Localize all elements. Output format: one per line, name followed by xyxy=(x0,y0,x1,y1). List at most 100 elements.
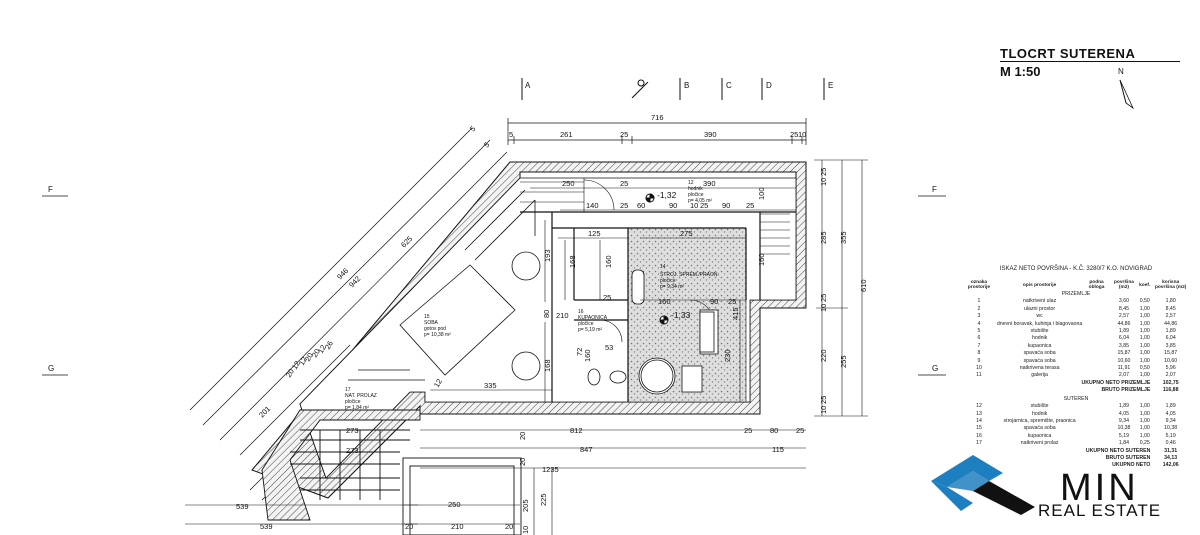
dim-diag-201: 201 xyxy=(257,404,272,419)
table-cell: hodnik xyxy=(1031,335,1048,342)
table-cell: 1,00 xyxy=(1139,425,1150,432)
level-marker-2 xyxy=(659,315,669,325)
table-cell: 13 xyxy=(976,410,982,417)
table-cell xyxy=(1083,321,1109,328)
room-12-num: 12 xyxy=(688,180,694,186)
table-cell: 11 xyxy=(976,372,982,379)
fixtures xyxy=(511,251,719,395)
table-total-row: UKUPNO NETO PRIZEMLJE 102,75 xyxy=(962,380,1190,387)
level-label-2: -1,33 xyxy=(671,310,691,320)
table-cell: natkrivena terasa xyxy=(1019,365,1060,372)
col-koef: koef. xyxy=(1139,282,1151,288)
dim-12-bot: 12 xyxy=(432,377,444,389)
lower-walls xyxy=(261,409,522,535)
dim-diag-12c: 12 xyxy=(316,343,328,355)
dim-b-812: 812 xyxy=(570,426,583,435)
room-labels: 12 hodnik pločice p= 4,05 m² 15 SOBA got… xyxy=(345,180,719,411)
dim-diag-20a: 20 xyxy=(284,367,296,379)
dim-diag-12a: 12 xyxy=(290,359,302,371)
table-cell xyxy=(1083,313,1109,320)
table-cell: 6,04 xyxy=(1165,335,1176,342)
dim-b-250: 250 xyxy=(448,500,461,509)
plan-scale: M 1:50 xyxy=(1000,64,1041,79)
table-cell: 1 xyxy=(977,298,981,305)
table-cell: 3,85 xyxy=(1118,342,1129,349)
dim-top-261: 261 xyxy=(560,130,573,139)
table-cell: 1,89 xyxy=(1118,403,1129,410)
table-cell: 1,00 xyxy=(1139,313,1150,320)
col-povrsina: površina (m2) xyxy=(1113,280,1134,290)
table-cell: 17 xyxy=(976,440,982,447)
dim-diag-946: 946 xyxy=(335,266,350,281)
dim-diag-26: 26 xyxy=(323,339,335,351)
area-table-grid: oznaka prostorije opis prostorije podna … xyxy=(962,280,1190,470)
room-12-name: hodnik xyxy=(688,186,703,192)
total-label: UKUPNO NETO PRIZEMLJE xyxy=(1081,379,1151,386)
dim-diag-5a: 5 xyxy=(468,124,477,133)
dim-b-25b: 25 xyxy=(796,426,804,435)
table-cell: 9,34 xyxy=(1165,417,1176,424)
interior-walls xyxy=(520,211,796,402)
dim-r-220: 220 xyxy=(819,349,828,362)
table-cell: 1,00 xyxy=(1139,432,1150,439)
table-cell: 2 xyxy=(977,305,981,312)
table-cell xyxy=(1083,335,1109,342)
area-table-section-row: SUTEREN xyxy=(962,395,1190,403)
table-cell: 8,45 xyxy=(1118,305,1129,312)
dim-25-r3a: 25 xyxy=(620,201,628,210)
table-cell: 1,00 xyxy=(1139,357,1150,364)
room-16-area: p= 5,19 m² xyxy=(578,327,602,333)
right-dimension-lines xyxy=(814,159,868,417)
axis-label-e: E xyxy=(828,81,833,90)
table-cell: stubište xyxy=(1030,328,1049,335)
min-real-estate-logo: MIN REAL ESTATE xyxy=(925,455,1195,525)
table-cell: 9 xyxy=(977,357,981,364)
total-value: 142,06 xyxy=(1162,462,1179,469)
table-cell: 0,25 xyxy=(1139,440,1150,447)
dim-160-b: 160 xyxy=(658,297,671,306)
total-value: 102,75 xyxy=(1162,379,1179,386)
table-cell: 11,91 xyxy=(1117,365,1131,372)
dim-r-10c: 10 xyxy=(819,406,828,414)
room-16-num: 16 xyxy=(578,309,584,315)
table-cell: kupaonica xyxy=(1027,342,1052,349)
dim-160-a: 160 xyxy=(604,255,613,268)
table-cell: 1,89 xyxy=(1165,328,1176,335)
dim-b-847: 847 xyxy=(580,445,593,454)
table-cell: 6,04 xyxy=(1118,335,1129,342)
area-table: ISKAZ NETO POVRŠINA - K.Č. 3280/7 K.O. N… xyxy=(962,266,1190,470)
dim-b-20b: 20 xyxy=(405,522,413,531)
table-cell: 1,80 xyxy=(1165,298,1176,305)
table-cell: ulazni prostor xyxy=(1024,305,1056,312)
table-cell xyxy=(1083,328,1109,335)
table-cell: 12 xyxy=(976,403,982,410)
table-cell: 2,07 xyxy=(1118,372,1129,379)
table-cell xyxy=(1083,418,1109,425)
north-arrow-icon xyxy=(1119,79,1135,110)
dim-72: 72 xyxy=(575,348,584,356)
table-cell: 15 xyxy=(976,425,982,432)
dim-25-r3b: 25 xyxy=(700,201,708,210)
area-table-caption: ISKAZ NETO POVRŠINA - K.Č. 3280/7 K.O. N… xyxy=(999,266,1153,272)
table-cell: 1,00 xyxy=(1139,417,1150,424)
dim-160-c: 160 xyxy=(757,253,766,266)
table-cell: 44,86 xyxy=(1164,320,1178,327)
dim-53: 53 xyxy=(605,343,613,352)
dim-230: 230 xyxy=(723,349,732,362)
total-label: BRUTO PRIZEMLJE xyxy=(1101,387,1151,394)
table-cell: 8 xyxy=(977,350,981,357)
table-cell: 4 xyxy=(977,320,981,327)
room-12-floor: pločice xyxy=(688,192,704,198)
dim-b-1235: 1235 xyxy=(542,465,559,474)
room-14-num: 14 xyxy=(660,264,666,270)
